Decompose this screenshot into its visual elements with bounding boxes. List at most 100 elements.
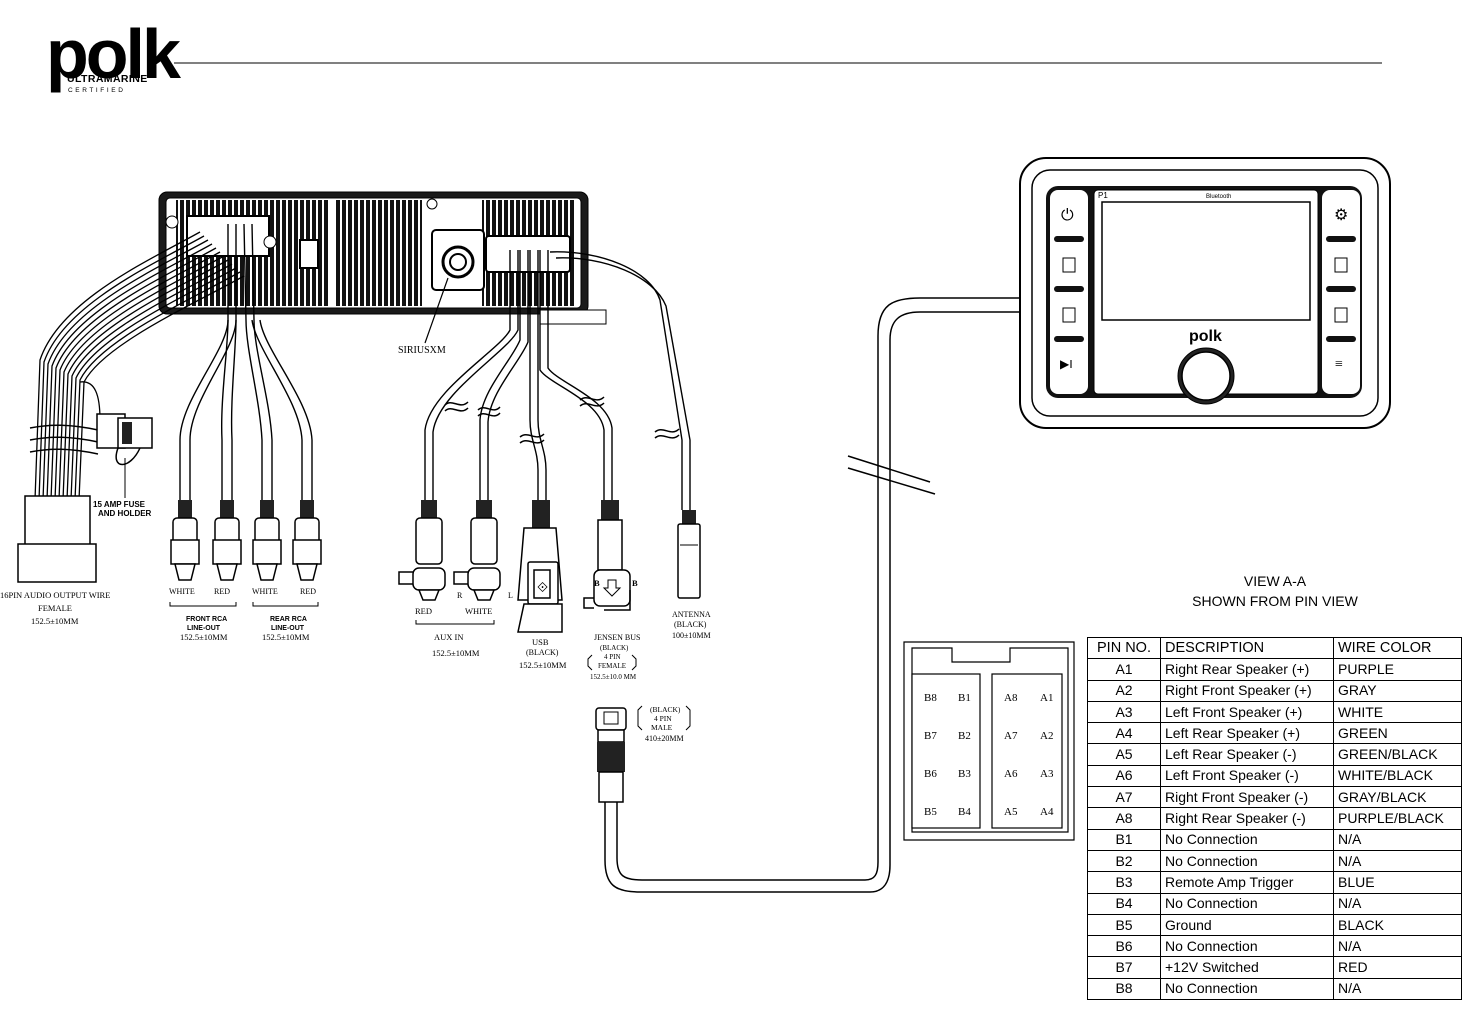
aux-plug-white bbox=[453, 500, 501, 601]
male-length-label: 410±20MM bbox=[645, 734, 684, 743]
radio-rear-chassis bbox=[158, 191, 607, 325]
description-cell: Left Rear Speaker (-) bbox=[1160, 743, 1334, 766]
preset-button-icon bbox=[1334, 307, 1348, 323]
description-cell: No Connection bbox=[1160, 977, 1334, 1001]
pin-label: B4 bbox=[958, 806, 971, 818]
polk-logo: polk ® ULTRAMARINE C E R T I F I E D bbox=[46, 15, 184, 94]
rca-plug-rear-white bbox=[252, 500, 282, 581]
menu-icon: ≡ bbox=[1335, 357, 1343, 372]
description-cell: Remote Amp Trigger bbox=[1160, 871, 1334, 894]
16pin-connector bbox=[17, 495, 97, 583]
wire-color-cell: PURPLE bbox=[1333, 658, 1462, 681]
bluetooth-label: Bluetooth bbox=[1206, 194, 1231, 200]
description-cell: Right Front Speaker (+) bbox=[1160, 679, 1334, 702]
pin-label: A7 bbox=[1004, 730, 1018, 742]
pin-label: B2 bbox=[958, 730, 971, 742]
usb-length-label: 152.5±10MM bbox=[519, 660, 567, 670]
usb-color-label: (BLACK) bbox=[526, 648, 559, 657]
jensen-bus-name: JENSEN BUS bbox=[594, 633, 640, 642]
male-pin-label: 4 PIN bbox=[654, 714, 672, 723]
description-cell: +12V Switched bbox=[1160, 956, 1334, 979]
audio-wire-label: 16PIN AUDIO OUTPUT WIRE bbox=[0, 590, 110, 600]
antenna-plug bbox=[677, 510, 701, 599]
aux-in-length: 152.5±10MM bbox=[432, 648, 480, 658]
siriusxm-label: SIRIUSXM bbox=[398, 345, 446, 356]
description-cell: Left Front Speaker (+) bbox=[1160, 700, 1334, 724]
jensen-bus-color: (BLACK) bbox=[600, 644, 629, 652]
front-rca-length: 152.5±10MM bbox=[180, 632, 228, 642]
jensen-bus-pin: 4 PIN bbox=[604, 653, 621, 661]
audio-wire-length: 152.5±10MM bbox=[31, 616, 79, 626]
front-rca-name: FRONT RCA bbox=[186, 616, 227, 623]
column-header-pin: PIN NO. bbox=[1087, 636, 1161, 660]
wire-color-cell: N/A bbox=[1333, 935, 1462, 958]
jensen-bus-female-connector bbox=[583, 500, 631, 611]
pin-label: B1 bbox=[958, 692, 971, 704]
front-red-label: RED bbox=[214, 587, 230, 596]
view-title: VIEW A-A bbox=[1243, 573, 1307, 589]
audio-harness-bundle bbox=[34, 231, 245, 501]
preset-button-icon bbox=[1062, 257, 1076, 273]
wire-color-cell: BLACK bbox=[1333, 913, 1462, 937]
wire-color-cell: BLUE bbox=[1333, 871, 1462, 894]
front-rca-name-2: LINE-OUT bbox=[187, 625, 221, 632]
pin-label: B6 bbox=[924, 768, 937, 780]
aux-r-label: R bbox=[457, 591, 463, 600]
audio-wire-gender: FEMALE bbox=[38, 603, 72, 613]
wire-color-cell: N/A bbox=[1333, 892, 1462, 915]
fuse-holder bbox=[96, 413, 153, 498]
rear-rca-name: REAR RCA bbox=[270, 616, 307, 623]
description-cell: No Connection bbox=[1160, 892, 1334, 915]
head-unit-front: ⏻ ▶‖ ⚙ ≡ polk bbox=[1019, 157, 1391, 429]
antenna-length: 100±10MM bbox=[672, 631, 711, 640]
pin-number-cell: A1 bbox=[1087, 658, 1161, 681]
p1-label: P1 bbox=[1098, 191, 1108, 200]
rca-plugs bbox=[170, 500, 322, 581]
subtagline: C E R T I F I E D bbox=[68, 87, 123, 94]
antenna-color: (BLACK) bbox=[674, 620, 707, 629]
head-unit-brand: polk bbox=[1189, 328, 1222, 345]
wire-color-cell: GRAY/BLACK bbox=[1333, 786, 1462, 809]
wire-color-cell: WHITE bbox=[1333, 700, 1462, 724]
pin-number-cell: B6 bbox=[1087, 935, 1161, 958]
jensen-bus-gender: FEMALE bbox=[598, 662, 626, 670]
jensen-bus-b-right: B bbox=[632, 578, 638, 588]
pin-label: A8 bbox=[1004, 692, 1018, 704]
pin-number-cell: A5 bbox=[1087, 743, 1161, 766]
description-cell: Right Front Speaker (-) bbox=[1160, 786, 1334, 809]
pin-number-cell: B7 bbox=[1087, 956, 1161, 979]
registered-mark: ® bbox=[161, 51, 167, 60]
description-cell: Right Rear Speaker (+) bbox=[1160, 658, 1334, 681]
wire-color-cell: GREEN bbox=[1333, 722, 1462, 745]
pin-label: A1 bbox=[1040, 692, 1053, 704]
rear-white-label: WHITE bbox=[252, 587, 278, 596]
description-cell: No Connection bbox=[1160, 849, 1334, 873]
rear-red-label: RED bbox=[300, 587, 316, 596]
description-cell: Ground bbox=[1160, 913, 1334, 937]
rca-cables bbox=[179, 223, 313, 500]
gear-icon: ⚙ bbox=[1334, 207, 1348, 224]
wire-color-cell: WHITE/BLACK bbox=[1333, 764, 1462, 788]
cable-break-marks bbox=[444, 396, 680, 444]
fuse-label: 15 AMP FUSE bbox=[93, 500, 146, 509]
jensen-bus-male-cable bbox=[595, 297, 1022, 893]
description-cell: Left Front Speaker (-) bbox=[1160, 764, 1334, 788]
description-cell: Right Rear Speaker (-) bbox=[1160, 807, 1334, 830]
front-white-label: WHITE bbox=[169, 587, 195, 596]
pin-number-cell: A3 bbox=[1087, 700, 1161, 724]
pin-label: A5 bbox=[1004, 806, 1018, 818]
rca-plug-front-red bbox=[212, 500, 242, 581]
aux-in-label: AUX IN bbox=[434, 632, 464, 642]
